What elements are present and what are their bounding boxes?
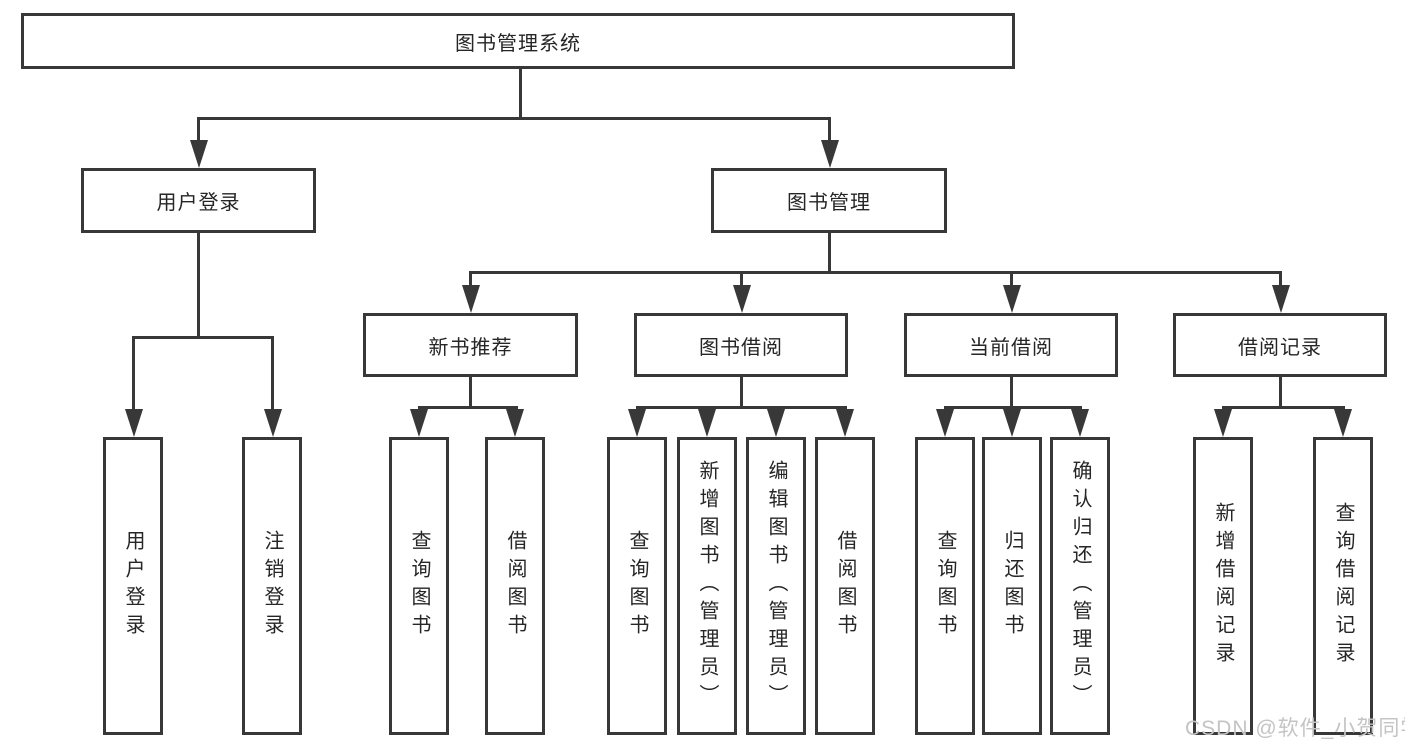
leaf-confirm-return-admin-label: 确认归还（管理员）: [1069, 460, 1091, 712]
leaf-add-books-admin-label: 新增图书（管理员）: [696, 460, 718, 712]
leaf-query-borrow-record-label: 查询借阅记录: [1332, 502, 1354, 670]
node-borrow-records: 借阅记录: [1173, 313, 1387, 377]
connector-level3-stem: [1279, 271, 1282, 286]
leaf-edit-books-admin-label: 编辑图书（管理员）: [765, 460, 787, 712]
connector-current-borrow-bar: [944, 406, 1082, 409]
connector-new-book-bar: [418, 406, 518, 409]
connector-level3-stem: [1010, 271, 1013, 286]
connector-root-stub: [519, 69, 522, 119]
leaf-borrow-books-recommend-label: 借阅图书: [504, 530, 526, 642]
connector-borrow-records-stub: [1279, 377, 1282, 408]
arrow-down-icon: [1003, 285, 1021, 313]
connector-user-login-stub: [197, 233, 200, 339]
connector-level2-bar: [197, 117, 831, 120]
leaf-query-books-borrow: 查询图书: [607, 437, 667, 735]
leaf-borrow-books-recommend: 借阅图书: [485, 437, 545, 735]
leaf-query-borrow-record: 查询借阅记录: [1313, 437, 1373, 735]
connector-user-login-stem: [197, 117, 200, 142]
connector-level3-stem: [740, 271, 743, 286]
connector-book-borrow-bar: [636, 406, 847, 409]
connector-current-borrow-stub: [1010, 377, 1013, 408]
leaf-confirm-return-admin: 确认归还（管理员）: [1050, 437, 1110, 735]
arrow-down-icon: [767, 409, 785, 437]
connector-book-mgmt-stem: [828, 117, 831, 142]
leaf-add-borrow-record: 新增借阅记录: [1193, 437, 1253, 735]
connector-level3-stem: [469, 271, 472, 286]
arrow-down-icon: [1334, 409, 1352, 437]
node-root-library-system: 图书管理系统: [21, 13, 1015, 69]
csdn-watermark: CSDN @软件_小贺同学: [1185, 717, 1405, 740]
leaf-edit-books-admin: 编辑图书（管理员）: [746, 437, 806, 735]
leaf-add-borrow-record-label: 新增借阅记录: [1212, 502, 1234, 670]
connector-level3-bar: [469, 271, 1282, 274]
connector-logout-leaf-stem: [271, 336, 274, 409]
arrow-down-icon: [1272, 285, 1290, 313]
leaf-query-books-current-label: 查询图书: [934, 530, 956, 642]
arrow-down-icon: [836, 409, 854, 437]
arrow-down-icon: [628, 409, 646, 437]
node-new-book-recommend: 新书推荐: [363, 313, 578, 377]
leaf-query-books-current: 查询图书: [915, 437, 975, 735]
leaf-query-books-borrow-label: 查询图书: [626, 530, 648, 642]
connector-borrow-records-bar: [1222, 406, 1345, 409]
leaf-logout: 注销登录: [242, 437, 302, 735]
node-book-borrow: 图书借阅: [634, 313, 848, 377]
connector-new-book-stub: [469, 377, 472, 408]
leaf-borrow-books: 借阅图书: [815, 437, 875, 735]
connector-login-leaf-stem: [132, 336, 135, 409]
arrow-down-icon: [190, 140, 208, 168]
node-current-borrow: 当前借阅: [904, 313, 1118, 377]
connector-login-group-bar: [132, 336, 274, 339]
leaf-add-books-admin: 新增图书（管理员）: [677, 437, 737, 735]
arrow-down-icon: [936, 409, 954, 437]
leaf-user-login-label: 用户登录: [122, 530, 144, 642]
arrow-down-icon: [264, 409, 282, 437]
leaf-user-login: 用户登录: [103, 437, 163, 735]
leaf-borrow-books-label: 借阅图书: [834, 530, 856, 642]
leaf-return-books-label: 归还图书: [1001, 530, 1023, 642]
node-book-management: 图书管理: [711, 168, 947, 233]
arrow-down-icon: [698, 409, 716, 437]
leaf-return-books: 归还图书: [982, 437, 1042, 735]
arrow-down-icon: [821, 140, 839, 168]
leaf-query-books-recommend-label: 查询图书: [408, 530, 430, 642]
arrow-down-icon: [1071, 409, 1089, 437]
arrow-down-icon: [506, 409, 524, 437]
arrow-down-icon: [410, 409, 428, 437]
connector-book-mgmt-stub: [828, 233, 831, 274]
connector-book-borrow-stub: [740, 377, 743, 408]
leaf-logout-label: 注销登录: [261, 530, 283, 642]
leaf-query-books-recommend: 查询图书: [389, 437, 449, 735]
node-user-login: 用户登录: [81, 168, 316, 233]
arrow-down-icon: [733, 285, 751, 313]
arrow-down-icon: [1003, 409, 1021, 437]
arrow-down-icon: [125, 409, 143, 437]
arrow-down-icon: [462, 285, 480, 313]
arrow-down-icon: [1214, 409, 1232, 437]
